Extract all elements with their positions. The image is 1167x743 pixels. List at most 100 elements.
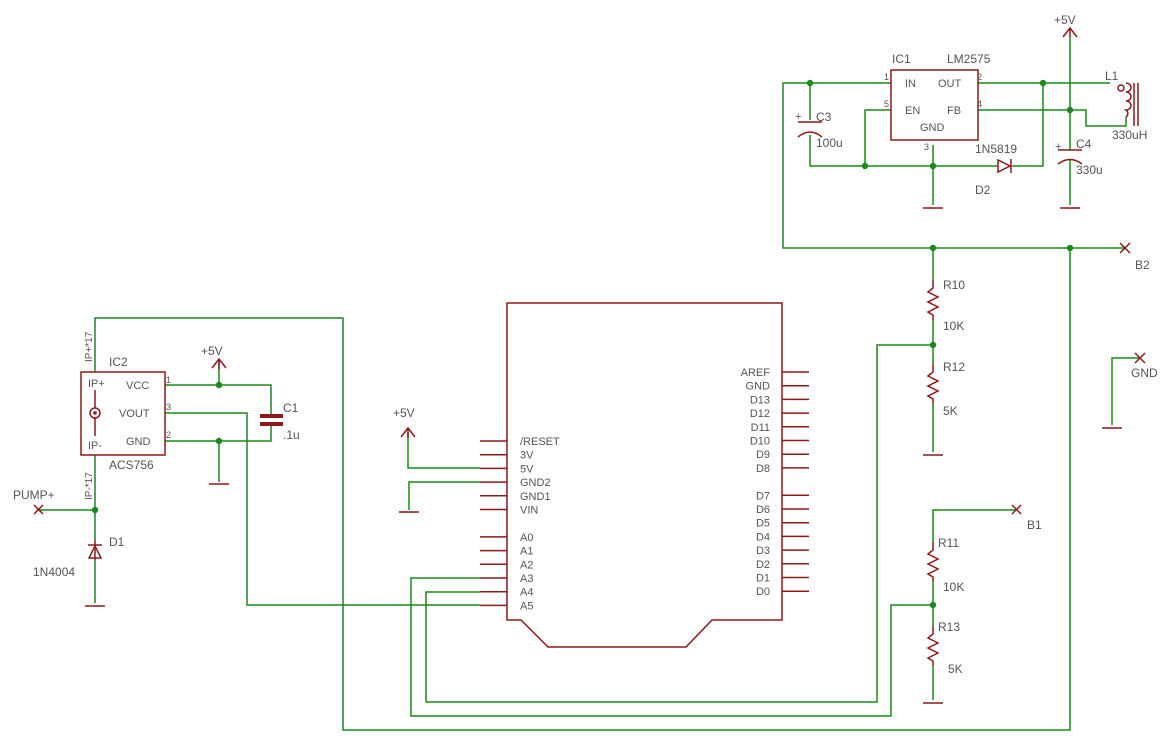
wire-gnd-conn (1111, 357, 1140, 425)
ic2-part: ACS756 (109, 458, 154, 472)
junctions (91, 79, 1074, 609)
r12-value: 5K (943, 404, 958, 418)
d1-value: 1N4004 (33, 565, 75, 579)
ic2-pin-ipm: IP- (88, 440, 102, 452)
wire-ip-loop (94, 248, 1071, 731)
vcc-label: +5V (393, 406, 415, 420)
b2-cross-b (1119, 242, 1131, 254)
r13-value: 5K (948, 662, 963, 676)
junction-dot (929, 162, 937, 170)
b1-connector[interactable]: B1 (1011, 504, 1042, 532)
vcc-symbol-top: +5V (1054, 13, 1078, 38)
arduino-pin-d9-label: D9 (756, 449, 770, 461)
ic1-ref: IC1 (892, 52, 911, 66)
l1-ref: L1 (1105, 69, 1119, 83)
l1-pin1-marker (1117, 84, 1125, 92)
c1-plate-bottom (260, 422, 283, 426)
junction-dot (1066, 244, 1074, 252)
junction-dot (929, 601, 937, 609)
d2-diode: 1N5819 D2 (975, 142, 1017, 197)
ic1-part: LM2575 (947, 52, 991, 66)
arduino-pin-a0-label: A0 (520, 532, 533, 544)
c1-value: .1u (283, 428, 300, 442)
arduino-pin-d1-label: D1 (756, 573, 770, 585)
c4-plus-sign: + (1055, 141, 1061, 153)
r12-zigzag (926, 364, 940, 404)
arduino-pin-d12-label: D12 (750, 408, 770, 420)
ic1-pin-en: EN (905, 105, 920, 117)
c1-capacitor: C1 .1u (260, 401, 300, 442)
c3-plus-sign: + (795, 111, 801, 123)
ic2-pin-vcc: VCC (126, 380, 149, 392)
ic2-ref: IC2 (109, 355, 128, 369)
junction-dot (91, 506, 99, 514)
c4-ref: C4 (1076, 137, 1092, 151)
wire-ard-5v (407, 432, 480, 469)
junction-dot (806, 79, 814, 87)
d1-diode: D1 1N4004 (33, 535, 125, 607)
b2-connector[interactable]: B2 (1119, 242, 1150, 272)
arduino-pin-d5-label: D5 (756, 518, 770, 530)
arduino-pin-a4-label: A4 (520, 587, 533, 599)
c4-plate-curved (1057, 158, 1083, 165)
b1-label: B1 (1027, 518, 1042, 532)
wire-b2-net (782, 82, 1125, 249)
junction-dot (929, 244, 937, 252)
junction-dot (929, 341, 937, 349)
gnd-label: GND (1131, 366, 1158, 380)
gnd-cross-b (1134, 352, 1146, 364)
arduino-pin-d8-label: D8 (756, 463, 770, 475)
arduino-pin-aref-label: AREF (741, 367, 771, 379)
arduino-pin-d13-label: D13 (750, 394, 770, 406)
r10-ref: R10 (943, 278, 965, 292)
pump-connector[interactable]: PUMP+ (13, 488, 55, 515)
c1-ref: C1 (283, 401, 299, 415)
wire-en (864, 109, 891, 166)
junction-dot (215, 381, 223, 389)
d1-ref: D1 (109, 535, 125, 549)
r12-ref: R12 (943, 360, 965, 374)
arduino-pin-5v-label: 5V (520, 463, 534, 475)
r10-resistor: R10 10K (926, 278, 965, 333)
junction-dot (861, 162, 869, 170)
wire-l1-bottom (1070, 109, 1127, 127)
vcc-symbol-arduino: +5V (393, 406, 416, 438)
ic2-side-label-top: IP+*17 (84, 331, 95, 362)
ic2-pin-number-1: 1 (166, 375, 171, 385)
ic1-pin-number-3: 3 (924, 142, 929, 152)
ic1-pin-number-5: 5 (884, 99, 889, 109)
ic1-pin-gnd: GND (920, 122, 945, 134)
r11-resistor: R11 10K (926, 536, 964, 594)
c1-plate-top (260, 414, 283, 418)
ic2-current-sensor: IC2 ACS756 IP+ IP- VCC VOUT GND 1 3 2 IP… (80, 331, 171, 500)
wire-vcc (165, 384, 272, 414)
arduino-pin-d6-label: D6 (756, 504, 770, 516)
l1-inductor: L1 330uH (1105, 69, 1147, 142)
r13-resistor: R13 5K (923, 620, 963, 704)
b1-cross-b (1011, 504, 1022, 515)
arduino-pin-gnd2-label: GND2 (520, 477, 551, 489)
r13-ref: R13 (938, 620, 960, 634)
r10-value: 10K (943, 319, 964, 333)
vcc-label: +5V (201, 344, 223, 358)
arduino-pin-d0-label: D0 (756, 586, 770, 598)
gnd-connector[interactable]: GND (1102, 352, 1158, 429)
pump-label: PUMP+ (13, 488, 55, 502)
ic1-regulator: IC1 LM2575 IN OUT EN FB GND 1 2 5 4 3 (884, 52, 991, 152)
ic2-pin-number-3: 3 (166, 402, 171, 412)
ic1-pin-number-2: 2 (977, 72, 982, 82)
ic2-sense-dot (93, 411, 97, 415)
arduino-pin-a1-label: A1 (520, 546, 533, 558)
junction-dot (215, 437, 223, 445)
arduino-pin-d11-label: D11 (751, 422, 770, 434)
d2-triangle (997, 158, 1012, 174)
wire-a4 (425, 344, 933, 703)
c4-capacitor: + C4 330u (1055, 137, 1103, 177)
arduino-pin-d7-label: D7 (756, 490, 770, 502)
arduino-pin-a3-label: A3 (520, 573, 533, 585)
ic1-pin-number-4: 4 (977, 99, 982, 109)
wire-gnd-ic2 (165, 426, 272, 442)
ic2-side-label-bottom: IP-*17 (84, 472, 95, 500)
